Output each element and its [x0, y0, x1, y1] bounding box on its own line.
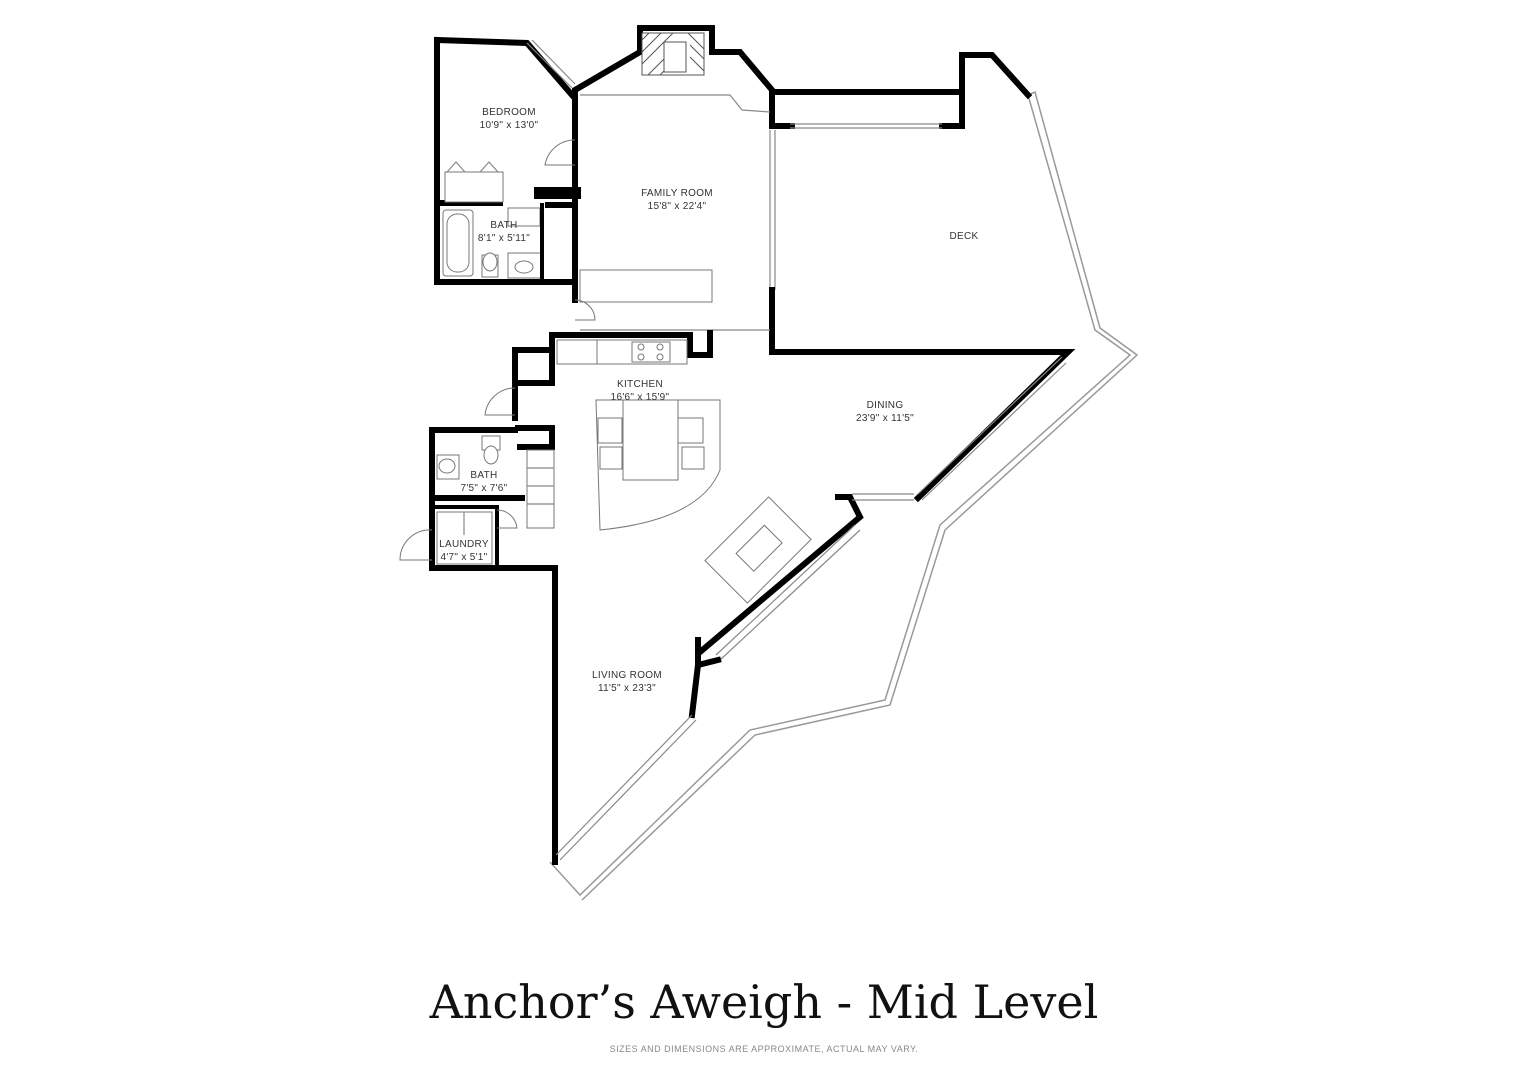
kitchen-walls — [512, 330, 1076, 503]
kitchen-name: KITCHEN — [617, 379, 663, 390]
kitchen-island — [595, 399, 721, 531]
deck-outline — [549, 54, 1139, 901]
door-swings — [399, 139, 596, 561]
deck-name: DECK — [950, 231, 979, 242]
dining-windows — [695, 356, 1067, 669]
family-room-name: FAMILY ROOM — [641, 188, 713, 199]
bedroom-name: BEDROOM — [482, 107, 536, 118]
bath-lower-size: 7'5" x 7'6" — [460, 483, 507, 494]
dining-size: 23'9" x 11'5" — [856, 413, 914, 424]
kitchen-size: 16'6" x 15'9" — [611, 392, 670, 403]
lower-bath-walls — [429, 427, 558, 865]
fireplace — [641, 32, 705, 76]
plan-title: Anchor’s Aweigh - Mid Level — [429, 975, 1099, 1029]
laundry-name: LAUNDRY — [439, 539, 489, 550]
living-room-size: 11'5" x 23'3" — [598, 683, 656, 694]
upper-bath-fixtures — [442, 203, 544, 284]
dining-name: DINING — [867, 400, 904, 411]
disclaimer-text: SIZES AND DIMENSIONS ARE APPROXIMATE, AC… — [609, 1044, 919, 1054]
bedroom-size: 10'9" x 13'0" — [480, 120, 539, 131]
room-labels: BEDROOM 10'9" x 13'0" BATH 8'1" x 5'11" … — [439, 107, 978, 694]
dining-table — [704, 496, 812, 604]
family-room-size: 15'8" x 22'4" — [648, 201, 707, 212]
family-room-walls — [572, 25, 1033, 355]
bath-upper-size: 8'1" x 5'11" — [478, 233, 530, 244]
laundry-size: 4'7" x 5'1" — [440, 552, 487, 563]
living-windows — [552, 565, 702, 865]
bath-upper-name: BATH — [490, 220, 517, 231]
closet — [444, 161, 504, 203]
bath-lower-name: BATH — [470, 470, 497, 481]
living-room-name: LIVING ROOM — [592, 670, 662, 681]
